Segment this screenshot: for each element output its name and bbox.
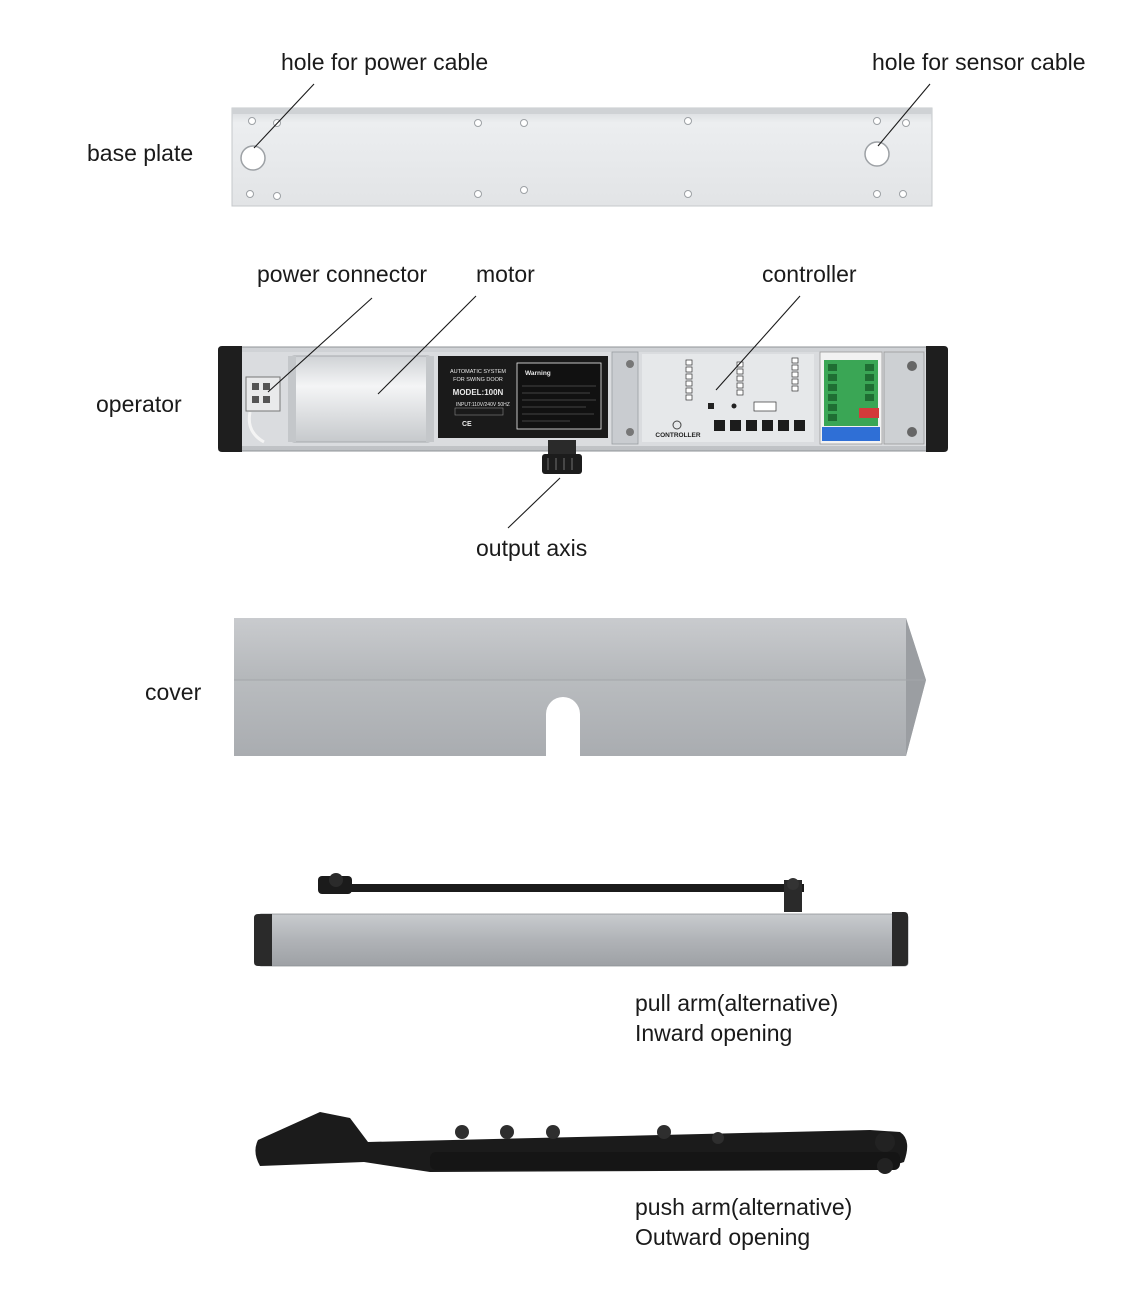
leader-power-connector xyxy=(267,297,373,393)
leader-motor xyxy=(377,295,477,395)
panel-input: INPUT:110V/240V 50HZ xyxy=(456,402,510,408)
pull-arm-part xyxy=(254,873,909,967)
label-operator: operator xyxy=(96,391,182,417)
leader-power-cable-hole xyxy=(253,83,315,149)
sensor-cable-hole xyxy=(864,141,890,167)
label-push-arm-direction: Outward opening xyxy=(635,1224,811,1250)
leader-sensor-cable-hole xyxy=(877,83,931,147)
panel-system-line2: FOR SWING DOOR xyxy=(453,377,503,383)
controller-board xyxy=(642,354,814,442)
output-axis-spindle xyxy=(542,440,582,474)
label-pull-arm-direction: Inward opening xyxy=(635,1020,793,1046)
power-connector-block xyxy=(245,376,281,444)
label-hole-power-cable: hole for power cable xyxy=(281,49,489,75)
panel-model: MODEL:100N xyxy=(453,388,504,397)
panel-system-line1: AUTOMATIC SYSTEM xyxy=(450,369,506,375)
leader-output-axis xyxy=(507,477,561,529)
panel-warning-title: Warning xyxy=(525,370,551,377)
end-cap-left xyxy=(218,346,242,452)
label-hole-sensor-cable: hole for sensor cable xyxy=(872,49,1086,75)
cover-part xyxy=(234,618,926,756)
label-controller: controller xyxy=(762,261,857,287)
panel-marks: CE xyxy=(462,421,472,428)
panel-text: AUTOMATIC SYSTEM FOR SWING DOOR MODEL:10… xyxy=(450,369,551,428)
label-cover: cover xyxy=(145,679,202,705)
base-plate xyxy=(231,107,933,207)
push-arm-part xyxy=(255,1112,908,1174)
model-label-panel xyxy=(438,356,608,438)
leader-lines xyxy=(253,83,931,529)
label-push-arm: push arm(alternative) xyxy=(635,1194,853,1220)
label-power-connector: power connector xyxy=(257,261,428,287)
operator-unit xyxy=(218,346,948,474)
label-motor: motor xyxy=(476,261,535,287)
label-pull-arm: pull arm(alternative) xyxy=(635,990,839,1016)
end-cap-right xyxy=(926,346,948,452)
leader-controller xyxy=(715,295,801,391)
power-cable-hole xyxy=(240,145,266,171)
panel-controller-text: CONTROLLER xyxy=(655,432,700,439)
motor-cylinder xyxy=(288,355,434,443)
label-output-axis: output axis xyxy=(476,535,588,561)
cover-notch xyxy=(546,697,580,756)
label-base-plate: base plate xyxy=(87,140,194,166)
terminal-block xyxy=(819,351,925,445)
